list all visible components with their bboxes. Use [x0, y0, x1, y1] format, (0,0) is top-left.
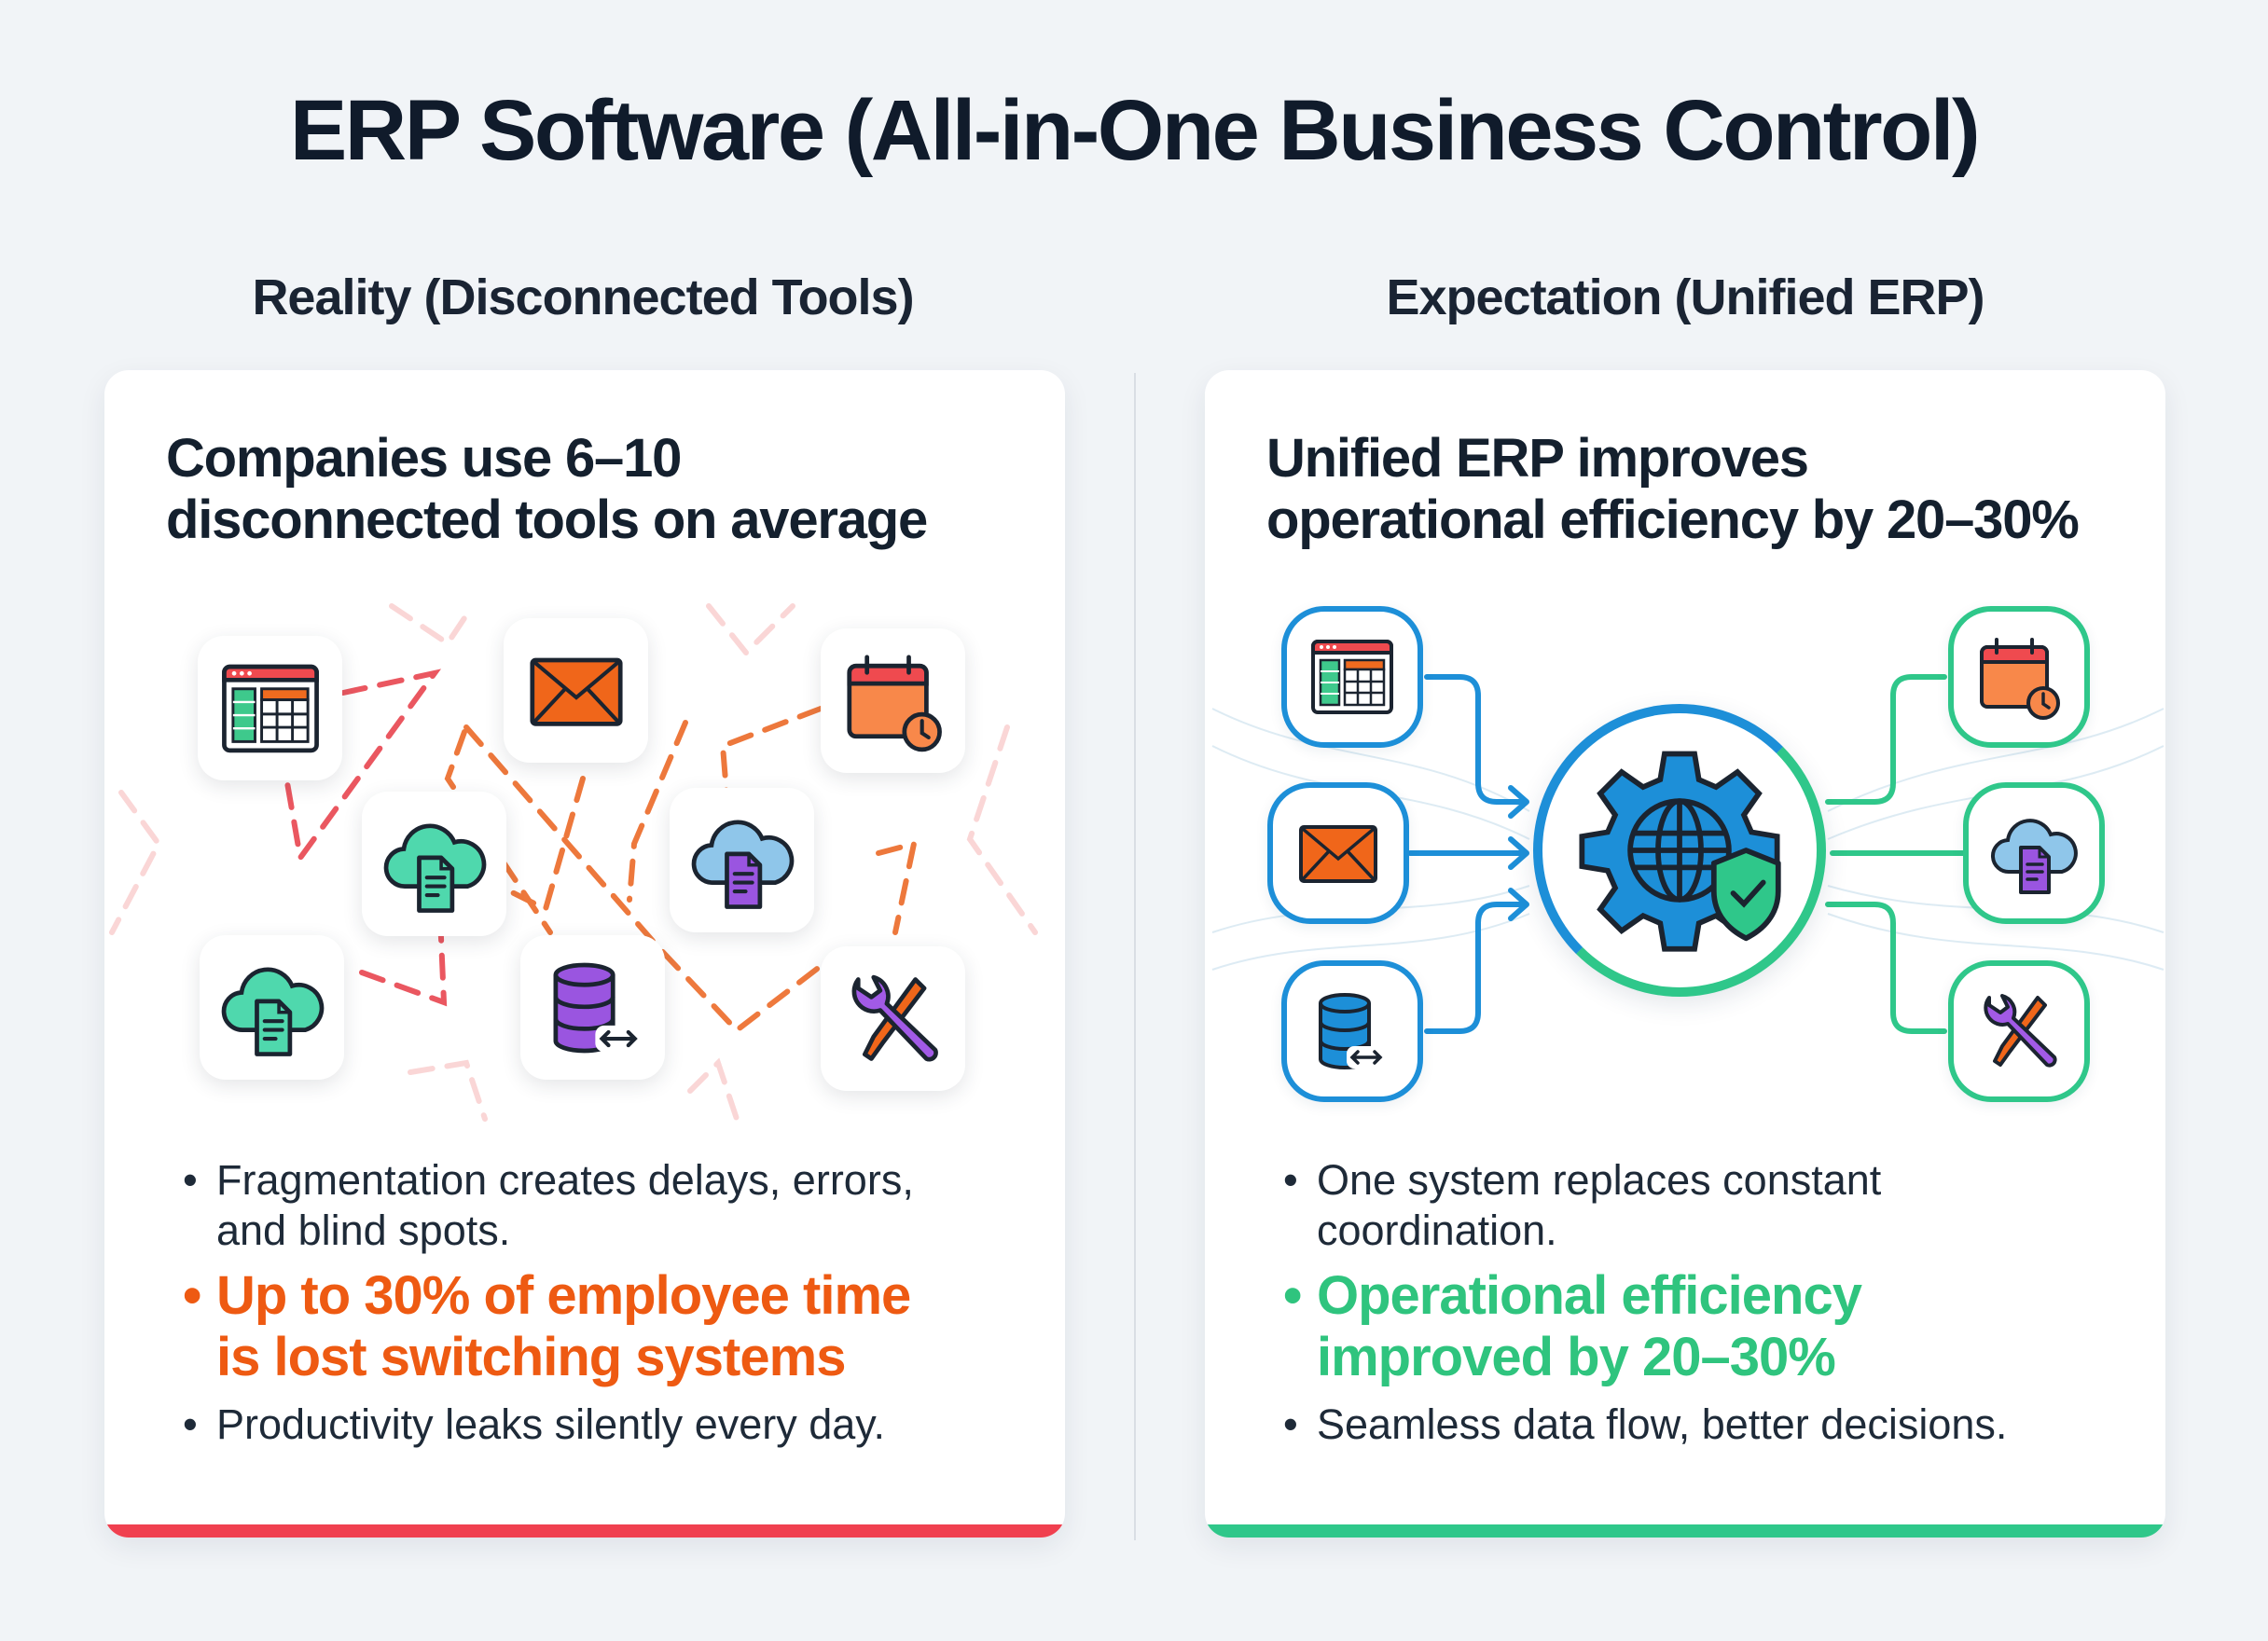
- email-app-node: [1267, 782, 1409, 924]
- tools-node: [1948, 960, 2090, 1102]
- bullet-text: Operational efficiency improved by 20–30…: [1317, 1265, 1862, 1387]
- bullet-dot: •: [183, 1265, 201, 1326]
- expectation-heading-line2: operational efficiency by 20–30%: [1266, 490, 2080, 550]
- spreadsheet-icon: [1306, 630, 1399, 724]
- expectation-heading-line1: Unified ERP improves: [1266, 428, 1809, 489]
- cloud-storage-tile: [670, 788, 814, 932]
- right-column-subtitle: Expectation (Unified ERP): [1386, 269, 1984, 325]
- bullet-dot: •: [1283, 1265, 1302, 1326]
- bullet-text: Up to 30% of employee time is lost switc…: [216, 1265, 911, 1387]
- tools-tile: [821, 946, 965, 1091]
- erp-hub: [1533, 704, 1826, 997]
- bullet-item: • Seamless data flow, better decisions.: [1266, 1400, 2128, 1450]
- column-divider: [1134, 373, 1136, 1540]
- cloud-document-icon: [1987, 807, 2081, 900]
- mail-icon: [1292, 807, 1385, 900]
- database-tile: [520, 935, 665, 1080]
- cloud-storage-tile: [362, 792, 506, 936]
- calendar-app-tile: [821, 628, 965, 773]
- email-app-tile: [504, 618, 648, 763]
- spreadsheet-app-node: [1281, 606, 1423, 748]
- bullet-dot: •: [183, 1400, 198, 1448]
- bullet-item-highlight: •Operational efficiency improved by 20–3…: [1266, 1265, 2128, 1388]
- reality-bullet-list: •Fragmentation creates delays, errors, a…: [166, 1155, 1028, 1455]
- reality-heading-line2: disconnected tools on average: [166, 490, 928, 550]
- bullet-item: • Fragmentation creates delays, errors, a…: [166, 1155, 1028, 1256]
- gear-globe-shield-icon: [1572, 743, 1787, 958]
- bullet-dot: •: [1283, 1156, 1298, 1204]
- bullet-item: • One system replaces constant coordinati…: [1266, 1155, 2128, 1256]
- bullet-text: Productivity leaks silently every day.: [216, 1400, 885, 1448]
- calendar-icon: [1972, 630, 2066, 724]
- expectation-bullet-list: •One system replaces constant coordinati…: [1266, 1155, 2128, 1455]
- bullet-dot: •: [183, 1156, 198, 1204]
- tools-icon: [1972, 985, 2066, 1078]
- expectation-accent-bar: [1205, 1524, 2165, 1538]
- page-title: ERP Software (All-in-One Business Contro…: [289, 83, 1981, 178]
- calendar-app-node: [1948, 606, 2090, 748]
- bullet-text: Fragmentation creates delays, errors, an…: [216, 1156, 914, 1254]
- spreadsheet-app-tile: [198, 636, 342, 780]
- bullet-item: • Productivity leaks silently every day.: [166, 1400, 1028, 1450]
- reality-heading-line1: Companies use 6–10: [166, 428, 682, 489]
- database-sync-icon: [1306, 985, 1399, 1078]
- bullet-item-highlight: •Up to 30% of employee time is lost swit…: [166, 1265, 1028, 1388]
- bullet-text: One system replaces constant coordinatio…: [1317, 1156, 1882, 1254]
- reality-heading: Companies use 6–10 disconnected tools on…: [166, 428, 928, 551]
- cloud-storage-node: [1963, 782, 2105, 924]
- bullet-text: Seamless data flow, better decisions.: [1317, 1400, 2008, 1448]
- cloud-storage-tile: [200, 935, 344, 1080]
- database-node: [1281, 960, 1423, 1102]
- expectation-heading: Unified ERP improves operational efficie…: [1266, 428, 2080, 551]
- left-column-subtitle: Reality (Disconnected Tools): [252, 269, 914, 325]
- reality-accent-bar: [104, 1524, 1065, 1538]
- bullet-dot: •: [1283, 1400, 1298, 1448]
